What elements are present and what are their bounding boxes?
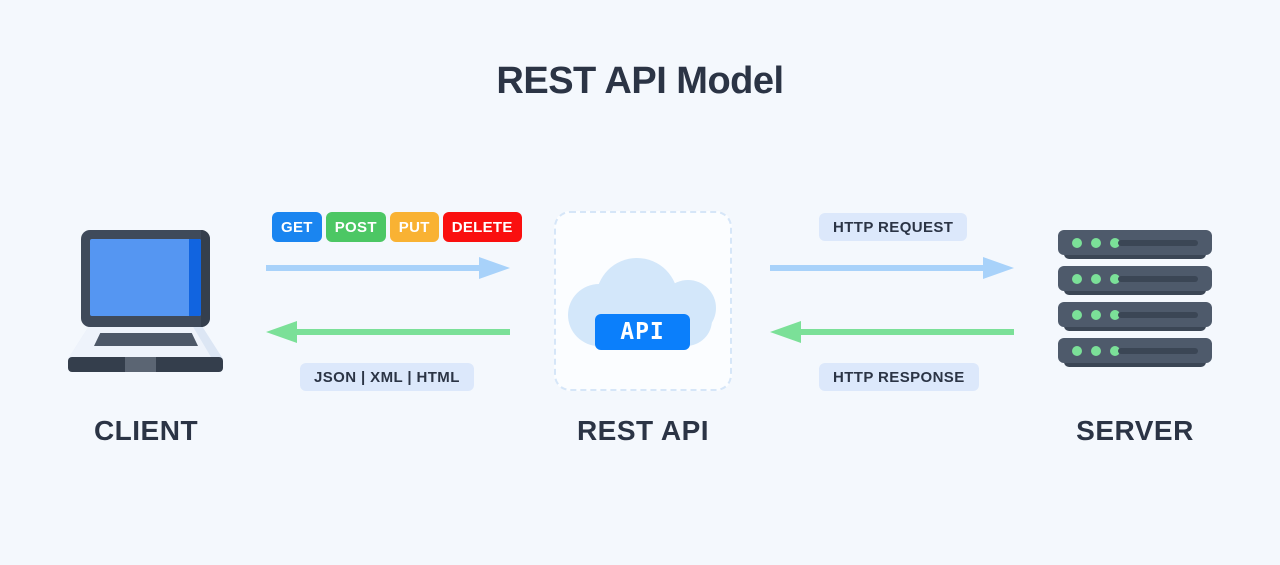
server-led xyxy=(1091,310,1101,320)
laptop-screen xyxy=(90,239,201,316)
server-unit-body xyxy=(1058,266,1212,291)
server-led xyxy=(1091,274,1101,284)
server-led xyxy=(1091,346,1101,356)
server-led xyxy=(1072,274,1082,284)
server-slot xyxy=(1118,348,1198,354)
server-led xyxy=(1072,346,1082,356)
server-unit xyxy=(1058,338,1212,367)
server-unit-body xyxy=(1058,338,1212,363)
server-led xyxy=(1072,238,1082,248)
pill-http-request: HTTP REQUEST xyxy=(819,213,968,241)
server-led xyxy=(1110,310,1120,320)
api-chip: API xyxy=(595,314,690,350)
server-unit xyxy=(1058,266,1212,295)
server-led xyxy=(1072,310,1082,320)
arrow-api-to-client-response xyxy=(266,320,510,344)
node-label-server: SERVER xyxy=(1076,415,1194,446)
server-led xyxy=(1110,346,1120,356)
page-title: REST API Model xyxy=(496,60,784,102)
server-unit-body xyxy=(1058,230,1212,255)
laptop-icon xyxy=(68,230,223,372)
server-led xyxy=(1091,238,1101,248)
server-unit xyxy=(1058,230,1212,259)
pill-http-response: HTTP RESPONSE xyxy=(819,363,979,391)
node-label-client: CLIENT xyxy=(93,415,199,446)
badge-post[interactable]: POST xyxy=(325,212,386,242)
badge-get[interactable]: GET xyxy=(272,212,322,242)
http-methods-group: GET POST PUT DELETE xyxy=(272,212,522,242)
server-slot xyxy=(1118,312,1198,318)
server-unit-body xyxy=(1058,302,1212,327)
badge-delete[interactable]: DELETE xyxy=(442,212,522,242)
laptop-keyboard xyxy=(94,333,198,346)
pill-response-formats: JSON | XML | HTML xyxy=(300,363,474,391)
server-led xyxy=(1110,274,1120,284)
laptop-lid xyxy=(81,230,210,327)
arrow-server-to-api-response xyxy=(770,320,1014,344)
laptop-trackpad xyxy=(125,357,156,372)
badge-put[interactable]: PUT xyxy=(389,212,439,242)
server-rack-icon xyxy=(1058,230,1212,373)
node-label-rest-api: REST API xyxy=(576,415,710,446)
arrow-api-to-server-request xyxy=(770,256,1014,280)
server-slot xyxy=(1118,240,1198,246)
server-unit xyxy=(1058,302,1212,331)
server-led xyxy=(1110,238,1120,248)
server-slot xyxy=(1118,276,1198,282)
laptop-screen-strip xyxy=(189,239,201,316)
arrow-client-to-api-request xyxy=(266,256,510,280)
laptop-lid-edge xyxy=(201,230,210,327)
